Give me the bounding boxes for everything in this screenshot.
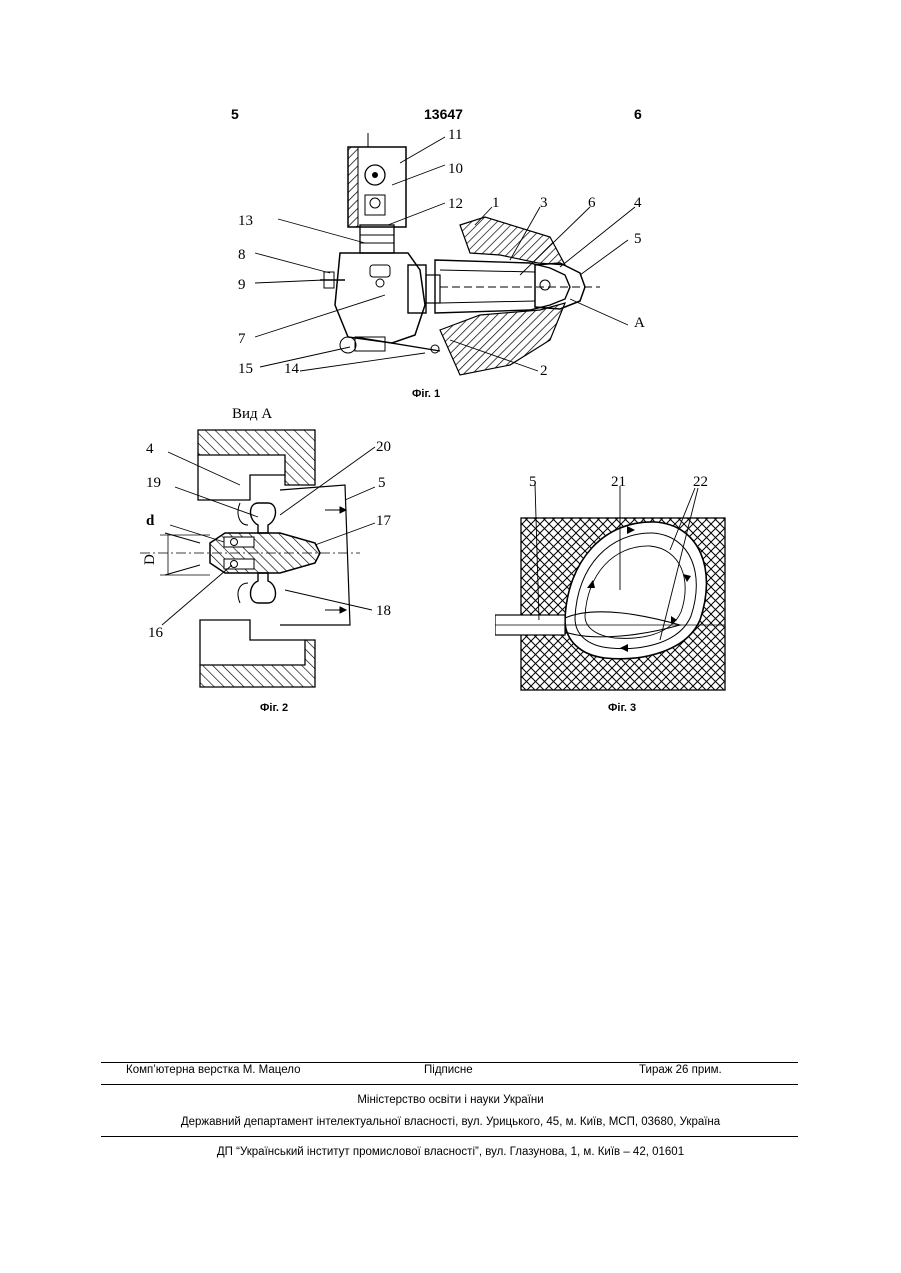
fig1-label-13: 13 <box>238 213 253 229</box>
fig3-label-21: 21 <box>611 474 626 490</box>
footer-ministry: Міністерство освіти і науки України <box>0 1094 901 1106</box>
fig1-label-15: 15 <box>238 361 253 377</box>
fig1-label-4: 4 <box>634 195 642 211</box>
fig1-label-12: 12 <box>448 196 463 212</box>
page-number-right: 6 <box>634 106 642 122</box>
fig1-label-3: 3 <box>540 195 548 211</box>
fig1-label-14: 14 <box>284 361 300 377</box>
fig2-label-18: 18 <box>376 603 391 619</box>
figure-2-caption: Фіг. 2 <box>260 702 288 714</box>
page-number-left: 5 <box>231 106 239 122</box>
footer-department: Державний департамент інтелектуальної вл… <box>0 1116 901 1128</box>
patent-number: 13647 <box>424 106 463 122</box>
footer-circulation: Тираж 26 прим. <box>639 1064 722 1076</box>
footer-layout-credit: Комп’ютерна верстка М. Мацело <box>126 1064 300 1076</box>
fig1-label-10: 10 <box>448 161 463 177</box>
footer-rule-middle <box>101 1084 798 1085</box>
figure-2-drawing: 4 19 d D 16 20 5 17 18 <box>140 425 410 695</box>
drive-body <box>335 253 425 343</box>
fig3-label-22: 22 <box>693 474 708 490</box>
figure-1-caption: Фіг. 1 <box>412 388 440 400</box>
fig1-label-A: A <box>634 315 645 331</box>
fig1-label-2: 2 <box>540 363 548 379</box>
fig2-label-20: 20 <box>376 439 391 455</box>
footer-rule-bottom <box>101 1136 798 1137</box>
figure-2-title: Вид А <box>232 406 272 423</box>
footer-rule-top <box>101 1062 798 1063</box>
fig3-label-5: 5 <box>529 474 537 490</box>
figure-3-caption: Фіг. 3 <box>608 702 636 714</box>
fig1-label-7: 7 <box>238 331 246 347</box>
fig2-label-5: 5 <box>378 475 386 491</box>
fig2-label-4: 4 <box>146 441 154 457</box>
fig2-label-19: 19 <box>146 475 161 491</box>
fig2-label-d: d <box>146 513 155 529</box>
footer-subscription: Підписне <box>424 1064 473 1076</box>
fig1-label-1: 1 <box>492 195 500 211</box>
fig2-label-17: 17 <box>376 513 392 529</box>
fig1-label-11: 11 <box>448 127 462 143</box>
fig1-label-8: 8 <box>238 247 246 263</box>
footer-institute: ДП “Український інститут промислової вла… <box>0 1146 901 1158</box>
fig1-label-6: 6 <box>588 195 596 211</box>
fig2-label-16: 16 <box>148 625 164 641</box>
fig2-label-D: D <box>142 554 158 565</box>
fig1-label-9: 9 <box>238 277 246 293</box>
figure-3-drawing: 5 21 22 <box>495 470 740 695</box>
figure-1-drawing: 11 10 12 13 8 9 7 15 14 1 3 6 4 5 A 2 <box>220 125 660 395</box>
fig1-label-5: 5 <box>634 231 642 247</box>
